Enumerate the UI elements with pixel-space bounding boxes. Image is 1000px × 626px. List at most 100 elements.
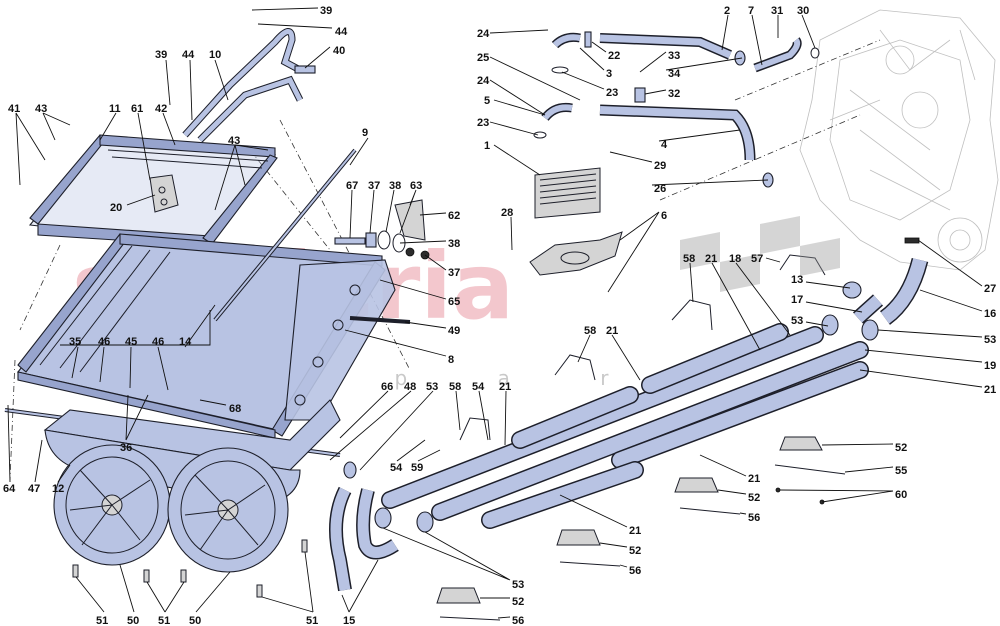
part-label: 19 bbox=[984, 360, 996, 372]
screws-51 bbox=[72, 539, 308, 598]
part-label: 57 bbox=[751, 253, 763, 265]
hose-16-group bbox=[842, 237, 929, 325]
part-label: 45 bbox=[125, 336, 137, 348]
part-label: 35 bbox=[69, 336, 81, 348]
part-label: 37 bbox=[448, 267, 460, 279]
part-label: 28 bbox=[501, 207, 513, 219]
part-label: 43 bbox=[35, 103, 47, 115]
part-label: 21 bbox=[606, 325, 618, 337]
part-label: 59 bbox=[411, 462, 423, 474]
pipes-21 bbox=[381, 323, 869, 529]
part-label: 55 bbox=[895, 465, 907, 477]
part-label: 18 bbox=[729, 253, 741, 265]
part-label: 50 bbox=[189, 615, 201, 626]
part-label: 66 bbox=[381, 381, 393, 393]
part-label: 2 bbox=[724, 5, 730, 17]
part-label: 5 bbox=[484, 95, 490, 107]
part-label: 31 bbox=[771, 5, 783, 17]
part-label: 47 bbox=[28, 483, 40, 495]
engine-block bbox=[799, 9, 999, 271]
checkered-flag-icon bbox=[680, 216, 840, 292]
part-label: 24 bbox=[477, 75, 490, 87]
hoses-upper bbox=[533, 31, 820, 188]
part-label: 56 bbox=[629, 565, 641, 577]
part-label: 30 bbox=[797, 5, 809, 17]
part-label: 58 bbox=[449, 381, 461, 393]
part-label: 26 bbox=[654, 183, 666, 195]
bracket-pipe-10 bbox=[182, 28, 316, 143]
part-label: 51 bbox=[96, 615, 108, 626]
part-label: 14 bbox=[179, 336, 192, 348]
part-label: 39 bbox=[155, 49, 167, 61]
part-label: 8 bbox=[448, 354, 454, 366]
part-label: 49 bbox=[448, 325, 460, 337]
part-label: 44 bbox=[335, 26, 348, 38]
part-label: 52 bbox=[629, 545, 641, 557]
part-label: 64 bbox=[3, 483, 16, 495]
part-label: 24 bbox=[477, 28, 490, 40]
part-label: 50 bbox=[127, 615, 139, 626]
part-label: 21 bbox=[984, 384, 996, 396]
part-label: 52 bbox=[895, 442, 907, 454]
part-label: 37 bbox=[368, 180, 380, 192]
part-label: 53 bbox=[426, 381, 438, 393]
part-label: 15 bbox=[343, 615, 355, 626]
part-label: 54 bbox=[472, 381, 485, 393]
part-label: 39 bbox=[320, 5, 332, 17]
part-label: 21 bbox=[705, 253, 717, 265]
part-label: 53 bbox=[791, 315, 803, 327]
part-label: 36 bbox=[120, 442, 132, 454]
part-label: 1 bbox=[484, 140, 490, 152]
part-label: 17 bbox=[791, 294, 803, 306]
part-label: 46 bbox=[152, 336, 164, 348]
part-label: 27 bbox=[984, 283, 996, 295]
part-label: 46 bbox=[98, 336, 110, 348]
part-label: 33 bbox=[668, 50, 680, 62]
part-label: 61 bbox=[131, 103, 143, 115]
part-label: 53 bbox=[984, 334, 996, 346]
part-label: 11 bbox=[109, 103, 121, 115]
part-label: 42 bbox=[155, 103, 167, 115]
part-label: 40 bbox=[333, 45, 345, 57]
part-label: 44 bbox=[182, 49, 195, 61]
part-label: 38 bbox=[448, 238, 460, 250]
part-label: 38 bbox=[389, 180, 401, 192]
part-label: 51 bbox=[158, 615, 170, 626]
part-label: 62 bbox=[448, 210, 460, 222]
part-label: 16 bbox=[984, 308, 996, 320]
rod-49 bbox=[349, 316, 411, 324]
part-label: 58 bbox=[683, 253, 695, 265]
oil-cooler-1 bbox=[534, 167, 601, 219]
part-label: 52 bbox=[512, 596, 524, 608]
bracket-6 bbox=[529, 231, 623, 276]
rings-53 bbox=[343, 314, 879, 533]
part-label: 7 bbox=[748, 5, 754, 17]
part-label: 12 bbox=[52, 483, 64, 495]
part-label: 6 bbox=[661, 210, 667, 222]
part-label: 20 bbox=[110, 202, 122, 214]
part-label: 25 bbox=[477, 52, 489, 64]
part-label: 56 bbox=[512, 615, 524, 626]
bracket-20 bbox=[149, 174, 179, 213]
part-label: 63 bbox=[410, 180, 422, 192]
part-label: 4 bbox=[661, 139, 668, 151]
part-label: 43 bbox=[228, 135, 240, 147]
part-label: 23 bbox=[477, 117, 489, 129]
part-label: 54 bbox=[390, 462, 403, 474]
part-label: 21 bbox=[748, 473, 760, 485]
part-label: 60 bbox=[895, 489, 907, 501]
part-label: 48 bbox=[404, 381, 416, 393]
part-label: 68 bbox=[229, 403, 241, 415]
hoses-15 bbox=[329, 486, 399, 592]
part-label: 13 bbox=[791, 274, 803, 286]
supports-52 bbox=[436, 436, 846, 621]
part-label: 34 bbox=[668, 68, 681, 80]
part-label: 22 bbox=[608, 50, 620, 62]
part-label: 51 bbox=[306, 615, 318, 626]
part-label: 67 bbox=[346, 180, 358, 192]
leader-lines bbox=[7, 7, 983, 619]
rod-9-inner bbox=[214, 149, 356, 321]
